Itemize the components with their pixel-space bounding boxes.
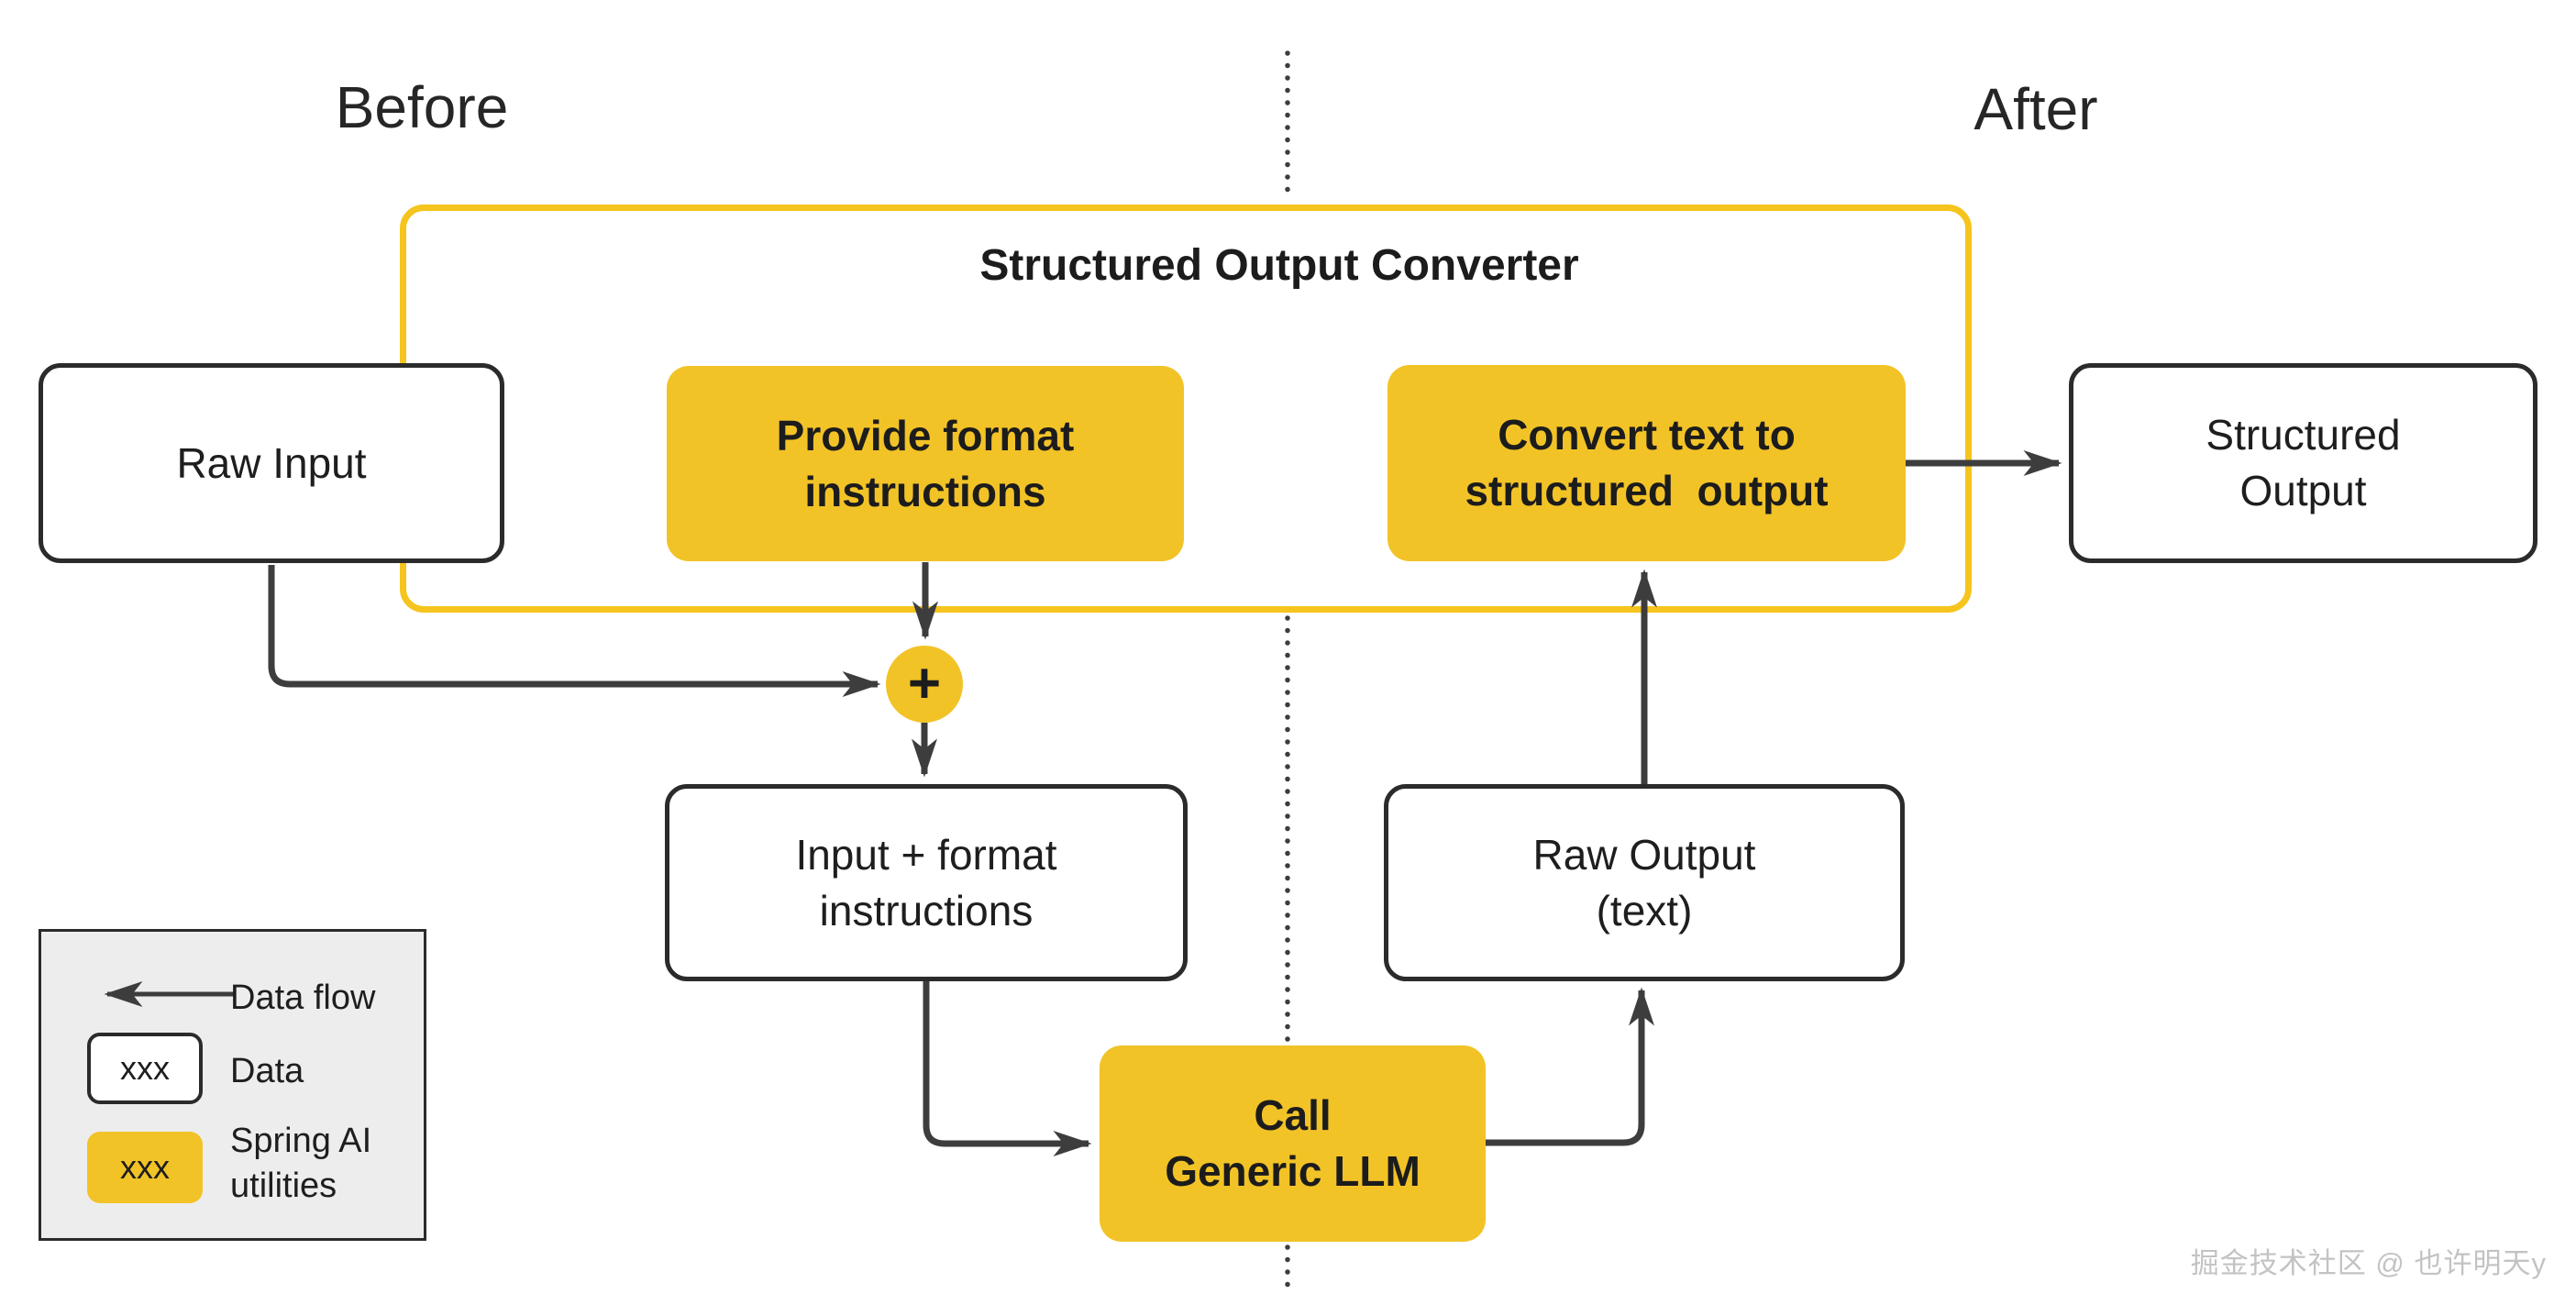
provide-format-label-line1: Provide format (776, 411, 1075, 459)
provide-format-instructions-node: Provide format instructions (667, 366, 1184, 561)
before-section-label: Before (335, 74, 509, 140)
raw-output-label-line2: (text) (1596, 886, 1693, 935)
legend-panel: Data flow xxx Data xxx Spring AI utiliti… (39, 929, 426, 1241)
data-flow-arrow-icon (104, 981, 234, 1007)
input-format-instructions-node: Input + format instructions (665, 784, 1188, 981)
input-format-label-line1: Input + format (795, 830, 1057, 879)
raw-input-label: Raw Input (176, 438, 367, 487)
plus-junction-node: + (886, 646, 963, 723)
legend-data-sample-box: xxx (87, 1033, 203, 1104)
after-section-label: After (1973, 76, 2098, 142)
legend-data-label: Data (230, 1052, 304, 1090)
raw-input-node: Raw Input (39, 363, 504, 563)
converter-title: Structured Output Converter (979, 241, 1579, 290)
structured-output-label-line2: Output (2239, 467, 2367, 514)
raw-output-label-line1: Raw Output (1532, 830, 1756, 879)
watermark-text: 掘金技术社区 @ 也许明天y (2190, 1247, 2547, 1279)
legend-utility-label: Spring AI utilities (230, 1119, 371, 1208)
legend-utility-sample-box: xxx (87, 1132, 203, 1203)
call-llm-label-line2: Generic LLM (1165, 1147, 1421, 1195)
plus-icon: + (907, 652, 942, 715)
provide-format-label-line2: instructions (804, 467, 1046, 515)
call-generic-llm-node: Call Generic LLM (1100, 1045, 1486, 1242)
legend-data-flow-label: Data flow (230, 979, 376, 1017)
legend-utility-label-line2: utilities (230, 1166, 337, 1205)
arrow-input-format-to-call-llm (923, 981, 1092, 1156)
convert-text-label-line2: structured output (1465, 467, 1829, 514)
arrow-call-llm-to-raw-output (1486, 987, 1654, 1146)
legend-utility-label-line1: Spring AI (230, 1122, 372, 1160)
legend-data-sample-text: xxx (120, 1049, 170, 1087)
input-format-label-line2: instructions (819, 886, 1034, 935)
convert-text-to-structured-output-node: Convert text to structured output (1388, 365, 1906, 561)
convert-text-label-line1: Convert text to (1498, 411, 1796, 459)
legend-utility-sample-text: xxx (120, 1148, 170, 1186)
structured-output-label-line1: Structured (2206, 411, 2401, 459)
structured-output-node: Structured Output (2069, 363, 2537, 563)
call-llm-label-line1: Call (1254, 1091, 1332, 1140)
raw-output-node: Raw Output (text) (1384, 784, 1905, 981)
